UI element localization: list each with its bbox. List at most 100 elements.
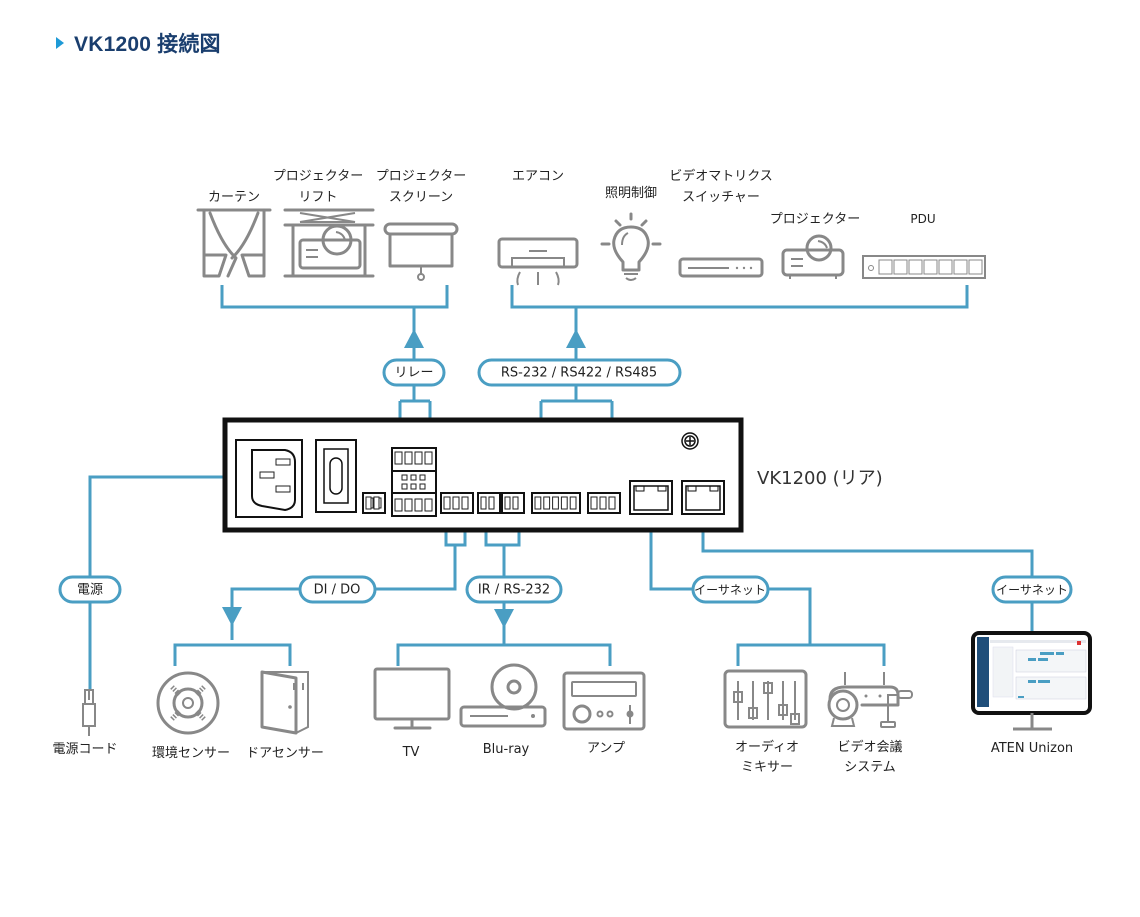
ethernet-pill-1: イーサネット [691, 575, 770, 604]
audio-mixer-icon [723, 669, 808, 729]
relay-indicator [410, 474, 417, 481]
wire-ir-bus [396, 643, 612, 666]
pdu-socket [968, 259, 983, 275]
lan-port-1 [629, 480, 673, 515]
terminal-pin [590, 496, 598, 510]
pdu-socket [878, 259, 893, 275]
terminal-pin [512, 496, 519, 510]
monitor-icon [971, 631, 1092, 731]
power-inlet [235, 439, 303, 518]
dido-pill: DI / DO [298, 575, 377, 604]
pdu-socket [923, 259, 938, 275]
unizon-label: ATEN Unizon [991, 741, 1073, 756]
arrow-down-dido [222, 607, 242, 626]
power-label: 電源 [77, 583, 103, 598]
title-marker-icon [56, 37, 64, 49]
mixer-slider-knob [790, 713, 800, 725]
terminal-pin [424, 451, 433, 465]
relay-label: リレー [394, 366, 433, 381]
wire-dido [173, 515, 467, 666]
terminal-pin [443, 496, 451, 510]
arrow-up-serial [566, 329, 586, 348]
terminal-pin [552, 496, 559, 510]
power-switch [315, 439, 357, 513]
terminal-pin [373, 496, 380, 510]
terminal-pin [365, 496, 372, 510]
audio-mixer-label-1: オーディオ [735, 739, 799, 755]
wire-relay-bus [220, 285, 449, 309]
relay-pill: リレー [382, 358, 446, 387]
projector-screen-icon [383, 222, 459, 281]
terminal-pin [543, 496, 551, 510]
amplifier-label: アンプ [587, 741, 625, 756]
ethernet-label-2: イーサネット [996, 583, 1068, 597]
air-conditioner-label: エアコン [512, 169, 564, 184]
video-conference-label-2: システム [844, 760, 896, 775]
power-cord-label: 電源コード [52, 742, 117, 757]
arrow-down-ir [494, 609, 514, 628]
terminal-pin [461, 496, 469, 510]
wire-serial-bus [510, 285, 969, 309]
serial-label: RS-232 / RS422 / RS485 [501, 366, 657, 381]
terminal-pin [404, 498, 413, 512]
wire-relay-to-device [398, 385, 432, 445]
wire-serial-to-device [539, 385, 614, 490]
pdu-socket [908, 259, 923, 275]
ir-pill: IR / RS-232 [465, 575, 563, 604]
mixer-slider-knob [763, 682, 773, 694]
blu-ray-icon [459, 663, 547, 728]
amplifier-icon [562, 671, 646, 731]
ethernet-pill-2: イーサネット [991, 575, 1073, 604]
tv-icon [373, 667, 451, 730]
ir-label: IR / RS-232 [478, 583, 550, 598]
terminal-pin [504, 496, 511, 510]
lan-port-2 [681, 480, 725, 515]
page-title-text: VK1200 接続図 [74, 33, 221, 56]
arrow-up-relay [404, 329, 424, 348]
door-sensor-icon [260, 670, 309, 735]
wire-ethernet-2 [701, 515, 1034, 632]
wire-power [88, 475, 236, 690]
matrix-label-1: ビデオマトリクス [669, 168, 773, 184]
page-title: VK1200 接続図 [56, 28, 221, 58]
video-conference-icon [827, 672, 913, 728]
pdu-socket [893, 259, 908, 275]
door-sensor-label: ドアセンサー [246, 746, 324, 761]
pdu-socket [938, 259, 953, 275]
serial-pill: RS-232 / RS422 / RS485 [477, 358, 682, 387]
light-bulb-icon [600, 212, 662, 281]
terminal-pin [394, 451, 403, 465]
vk1200-rear-panel [222, 417, 744, 533]
curtain-label: カーテン [208, 190, 260, 205]
terminal-pin [488, 496, 495, 510]
environment-sensor-label: 環境センサー [152, 746, 230, 761]
projector-label: プロジェクター [770, 212, 860, 227]
environment-sensor-icon [156, 671, 220, 735]
audio-mixer-label-2: ミキサー [741, 760, 793, 775]
curtain-icon [196, 208, 272, 278]
terminal-pin [424, 498, 433, 512]
terminal-pin [480, 496, 487, 510]
wires [88, 285, 1034, 690]
relay-indicator [419, 474, 426, 481]
projector-icon [781, 234, 845, 279]
video-matrix-switcher-icon [678, 257, 764, 278]
pdu-socket [953, 259, 968, 275]
mixer-slider-knob [778, 704, 788, 716]
terminal-pin [560, 496, 568, 510]
projector-screen-label-2: スクリーン [389, 190, 453, 205]
mixer-slider-knob [733, 691, 743, 703]
relay-indicator [401, 483, 408, 490]
terminal-pin [394, 498, 403, 512]
projector-lift-icon [283, 208, 375, 278]
ethernet-label-1: イーサネット [694, 583, 766, 597]
power-cord-icon [82, 689, 96, 736]
relay-indicator [401, 474, 408, 481]
terminal-pin [569, 496, 577, 510]
ground-screw-icon [681, 432, 699, 450]
power-pill: 電源 [58, 575, 122, 604]
terminal-pin [599, 496, 607, 510]
terminal-pin [534, 496, 542, 510]
air-conditioner-icon [497, 237, 579, 286]
